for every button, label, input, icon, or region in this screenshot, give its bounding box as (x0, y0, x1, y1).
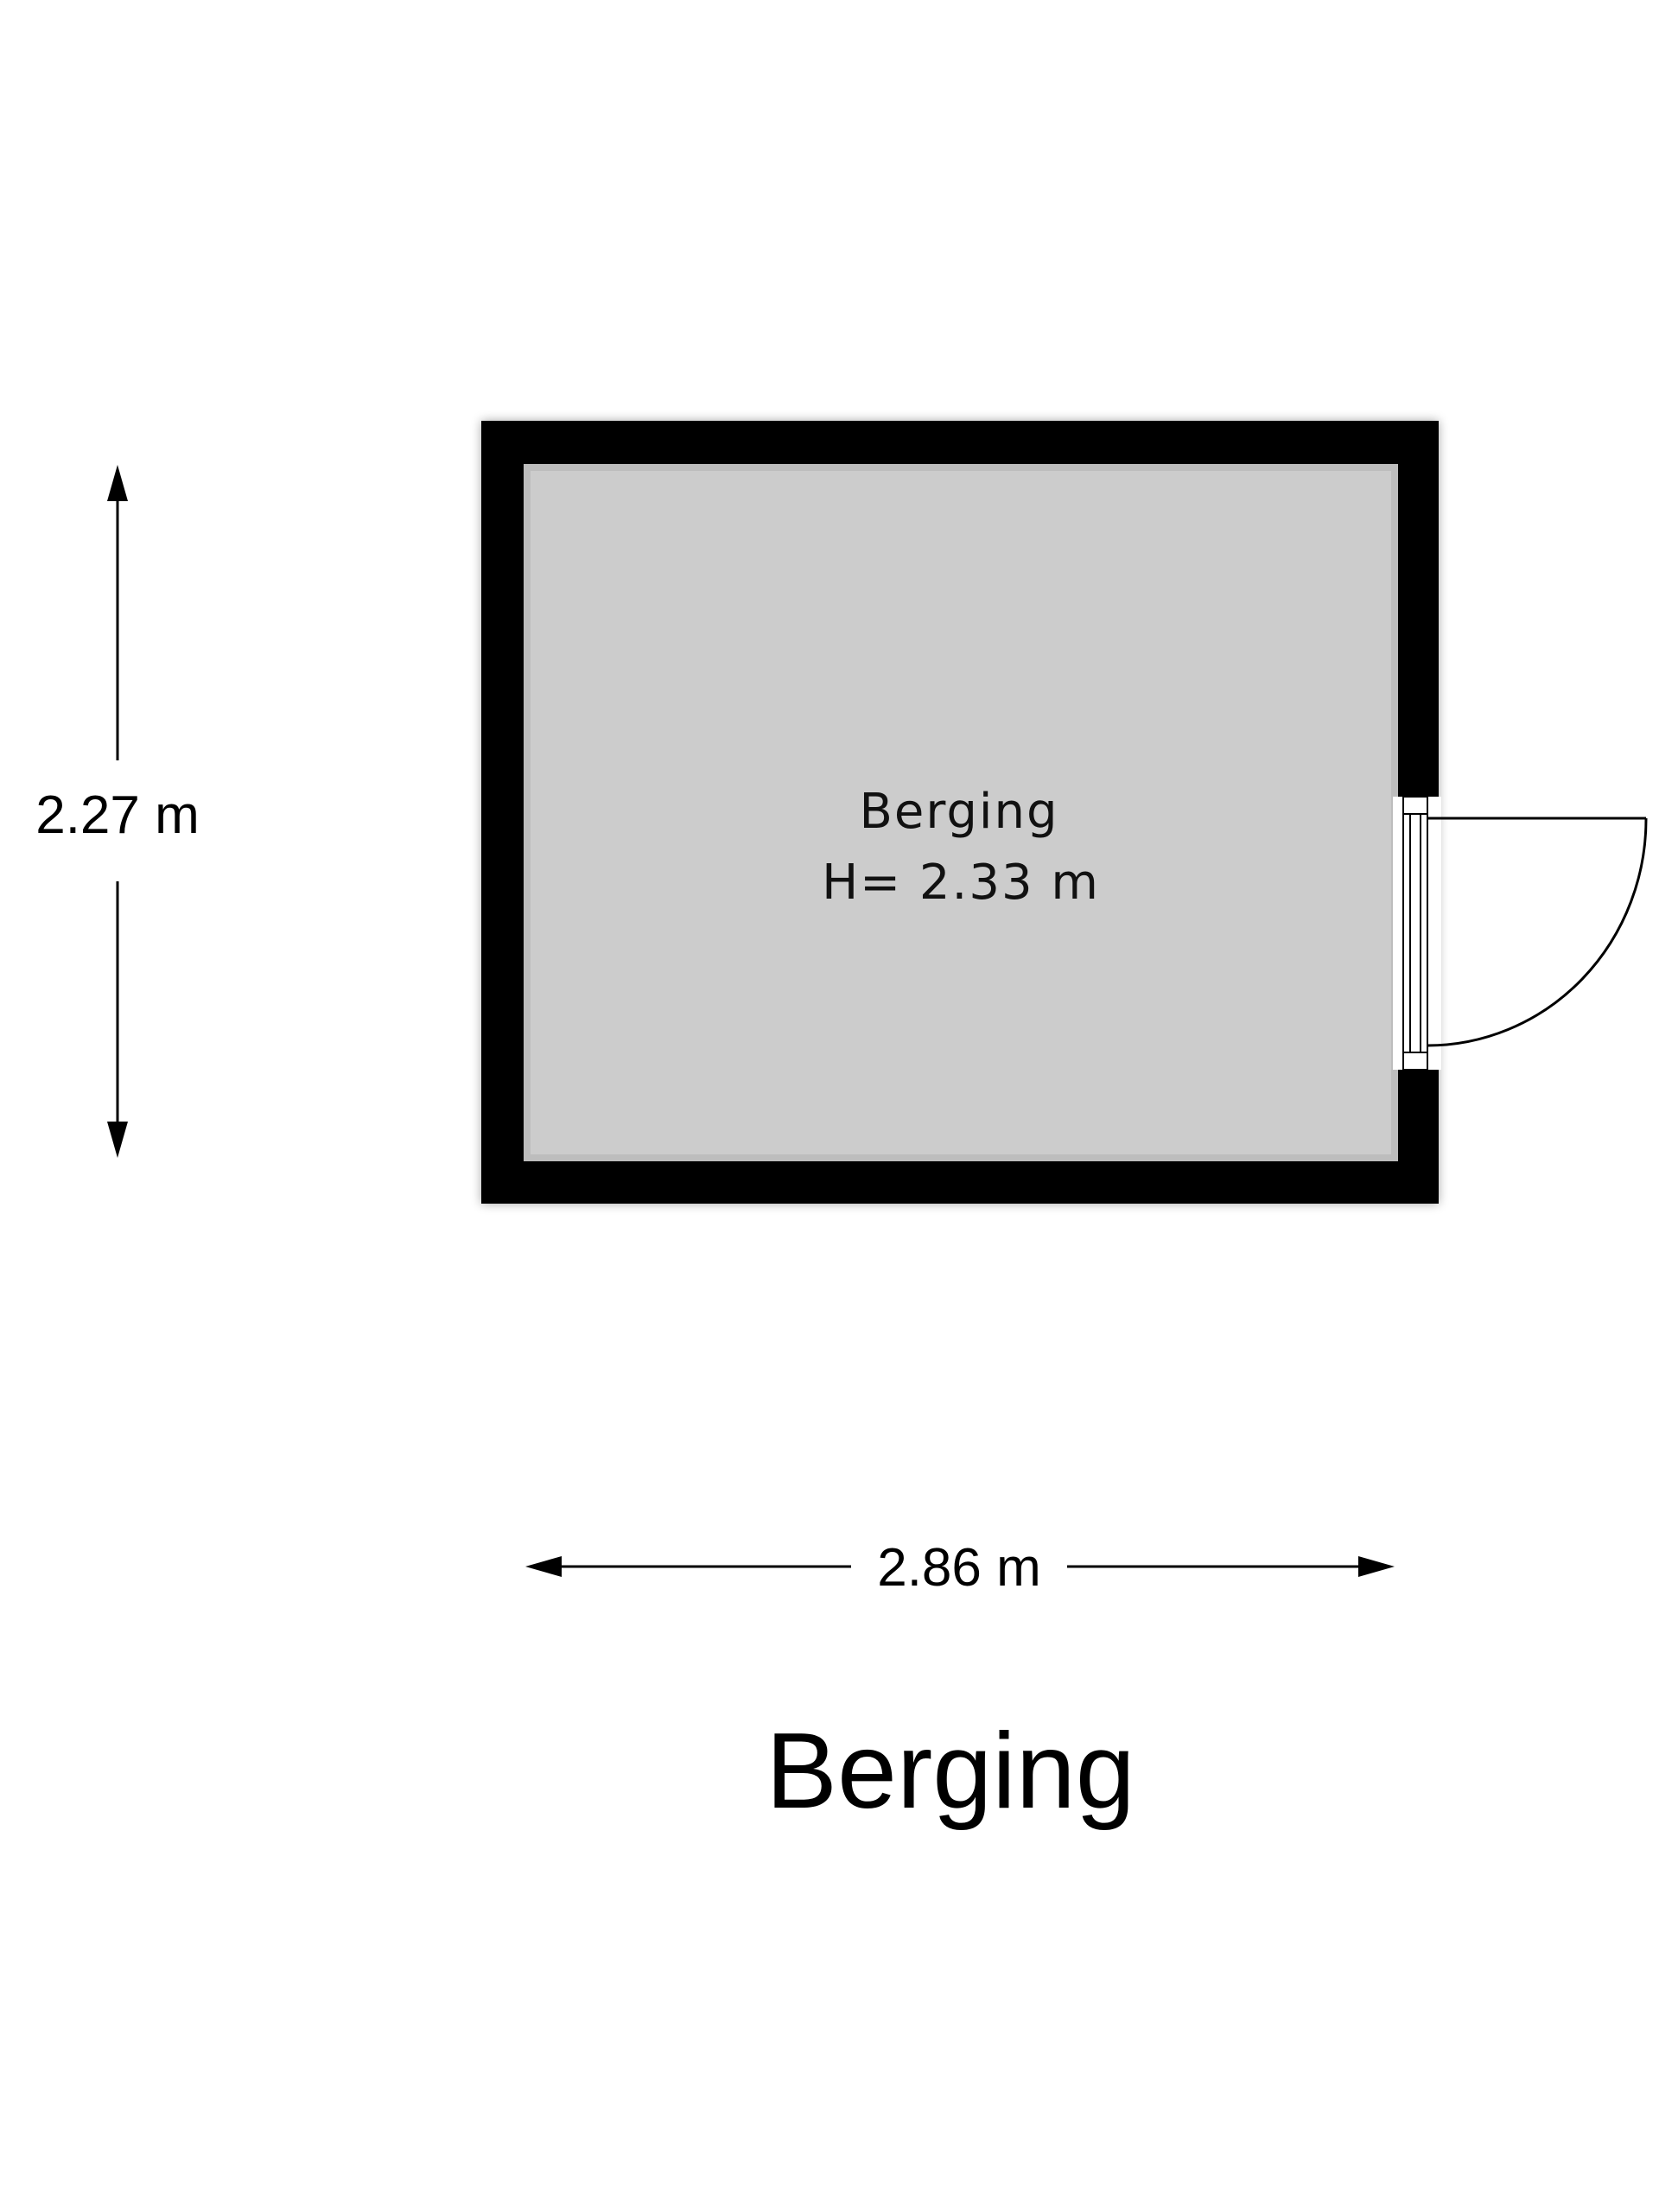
depth-dimension: 2.27 m (35, 465, 200, 1158)
door (1393, 796, 1648, 1071)
arrow-right-icon (1358, 1556, 1395, 1577)
room-name: Berging (859, 784, 1058, 840)
arrow-down-icon (107, 1122, 128, 1158)
room-floor (527, 467, 1395, 1158)
width-dimension: 2.86 m (525, 1538, 1395, 1598)
door-opening (1393, 797, 1441, 1070)
room-height: H= 2.33 m (822, 855, 1100, 911)
door-frame-bottom (1402, 1052, 1428, 1071)
depth-dimension-label: 2.27 m (35, 785, 200, 845)
door-frame-top (1402, 796, 1428, 815)
plan-title: Berging (766, 1712, 1135, 1831)
door-swing-arc (1427, 817, 1648, 1047)
width-dimension-label: 2.86 m (877, 1538, 1041, 1598)
arrow-left-icon (525, 1556, 562, 1577)
arrow-up-icon (107, 465, 128, 501)
